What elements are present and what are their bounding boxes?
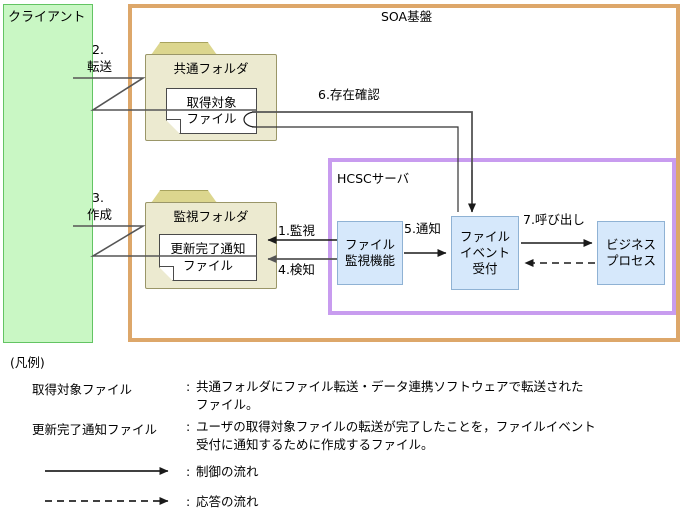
page-corner-icon: [160, 266, 174, 280]
legend-term-1: 更新完了通知ファイル: [32, 422, 158, 437]
shared-folder-label: 共通フォルダ: [173, 61, 249, 76]
region-soa-platform: [128, 4, 680, 342]
flow-6-label: 6.存在確認: [318, 87, 380, 102]
legend-arrow-desc-0: 制御の流れ: [196, 464, 259, 479]
shared-folder-file-card: 取得対象 ファイル: [166, 88, 257, 134]
legend-colon-1: :: [186, 419, 191, 434]
legend-desc-1-line1: ユーザの取得対象ファイルの転送が完了したことを，ファイルイベント: [196, 419, 596, 434]
connector-flow-2: [73, 77, 257, 111]
legend-arrow-colon-0: :: [186, 464, 191, 479]
file-label-line1: 更新完了通知: [170, 241, 246, 256]
legend-title: (凡例): [10, 355, 45, 370]
legend-arrow-desc-1: 応答の流れ: [196, 494, 259, 509]
component-line-1: ファイル: [459, 229, 510, 244]
file-label-line2: ファイル: [182, 257, 233, 273]
connector-flow-3: [73, 225, 257, 257]
component-line-2: イベント: [459, 245, 510, 260]
legend-colon-0: :: [186, 379, 191, 394]
legend-term-0: 取得対象ファイル: [32, 382, 133, 397]
region-client-label: クライアント: [8, 10, 86, 25]
file-label-line2: ファイル: [186, 111, 237, 126]
watch-folder-label: 監視フォルダ: [173, 209, 249, 224]
flow-3-label-line2: 作成: [87, 207, 113, 222]
flow-2-label-line2: 転送: [87, 59, 113, 74]
component-line-2: プロセス: [605, 253, 656, 268]
legend-desc-1-line2: 受付に通知するために作成するファイル。: [196, 437, 434, 452]
region-soa-label: SOA基盤: [381, 9, 433, 24]
region-hcsc-label: HCSCサーバ: [337, 171, 410, 186]
legend-arrow-colon-1: :: [186, 494, 191, 509]
legend-desc-0-line1: 共通フォルダにファイル転送・データ連携ソフトウェアで転送された: [196, 379, 584, 394]
flow-4-label: 4.検知: [278, 262, 315, 277]
component-line-1: ファイル: [344, 237, 395, 252]
watch-folder-file-card: 更新完了通知 ファイル: [159, 234, 257, 281]
component-line-3: 受付: [472, 261, 498, 276]
connector-flow-6: [243, 111, 476, 213]
flow-1-label: 1.監視: [278, 223, 315, 238]
legend-desc-0-line2: ファイル。: [196, 397, 259, 412]
flow-2-label-line1: 2.: [92, 42, 104, 57]
region-hcsc-server: [328, 158, 676, 315]
component-file-monitor: ファイル 監視機能: [337, 221, 403, 285]
region-client: [3, 4, 93, 343]
flow-7-label: 7.呼び出し: [523, 212, 585, 227]
flow-5-label: 5.通知: [404, 221, 441, 236]
component-line-1: ビジネス: [605, 237, 656, 252]
component-line-2: 監視機能: [344, 253, 395, 268]
file-label-line1: 取得対象: [186, 94, 237, 110]
flow-3-label-line1: 3.: [92, 190, 104, 205]
page-corner-icon: [167, 119, 181, 133]
component-business-process: ビジネス プロセス: [597, 221, 665, 285]
component-file-event-receiver: ファイル イベント 受付: [451, 216, 519, 290]
